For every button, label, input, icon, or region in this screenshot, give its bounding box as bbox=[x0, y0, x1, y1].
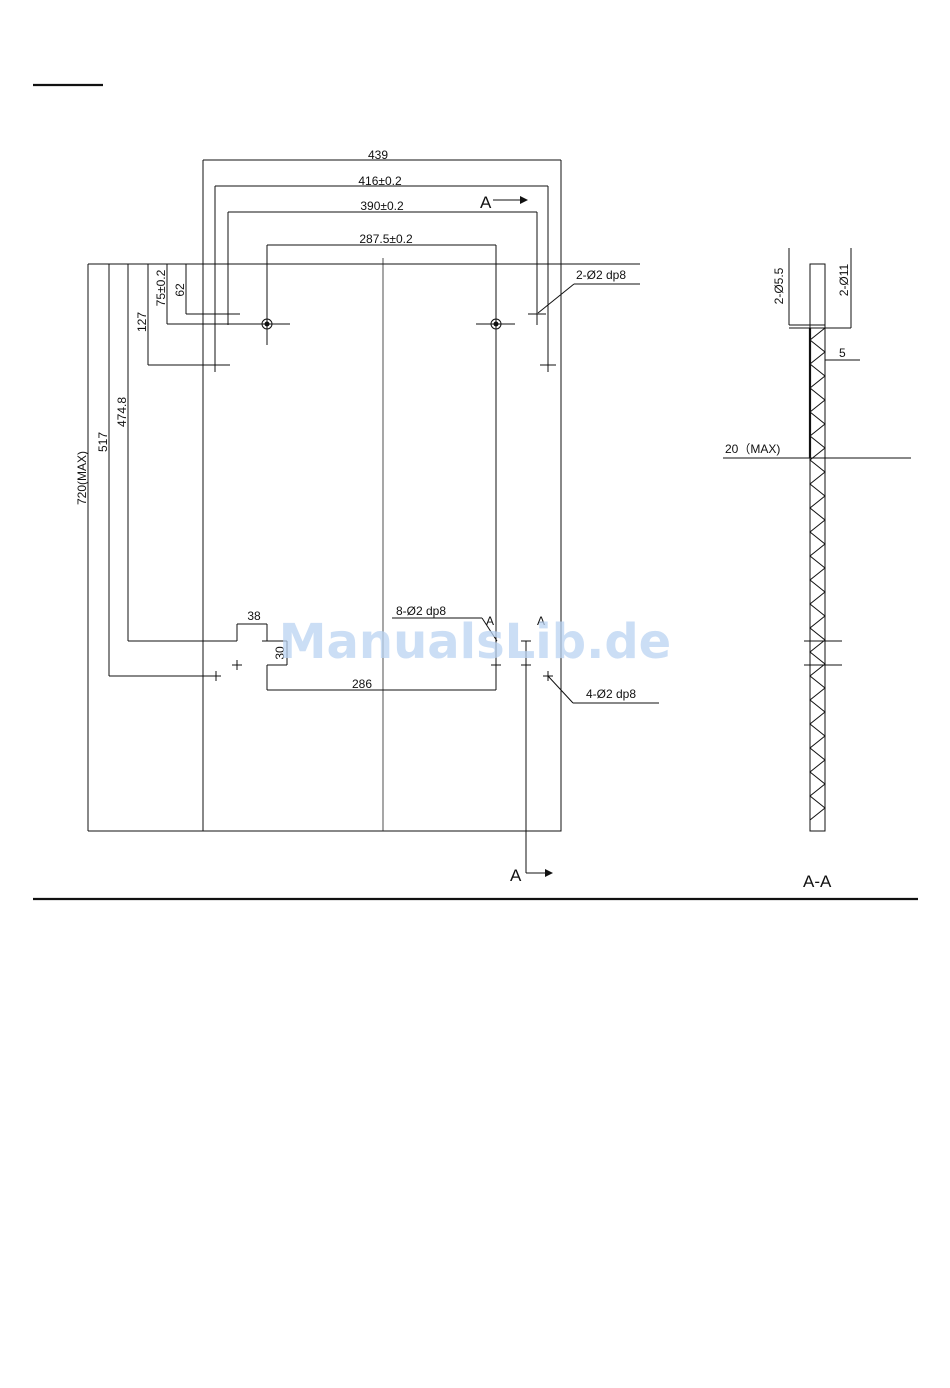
dim-287: 287.5±0.2 bbox=[359, 232, 413, 246]
dim-62: 62 bbox=[173, 283, 187, 297]
section-dim-5: 5 bbox=[839, 346, 846, 360]
section-arrow-bottom-head bbox=[545, 869, 553, 877]
dim-517: 517 bbox=[96, 432, 110, 452]
section-marker-bottom: A bbox=[510, 866, 522, 885]
lower-cross-left-inner bbox=[232, 660, 242, 670]
panel-outline bbox=[203, 264, 561, 831]
section-hatch-zigzag bbox=[810, 328, 825, 820]
section-marker-top: A bbox=[480, 193, 492, 212]
section-arrow-top-head bbox=[520, 196, 528, 204]
leader-top-holes bbox=[538, 284, 574, 313]
dim-474: 474.8 bbox=[115, 397, 129, 427]
callout-top-holes: 2-Ø2 dp8 bbox=[576, 268, 626, 282]
dim-416: 416±0.2 bbox=[358, 174, 402, 188]
section-title: A-A bbox=[803, 872, 832, 891]
section-hole-small: 2-Ø5.5 bbox=[772, 267, 786, 304]
dim-439: 439 bbox=[368, 148, 388, 162]
top-hole-left bbox=[250, 310, 290, 345]
lower-cross-left-outer bbox=[211, 671, 221, 681]
dim-75: 75±0.2 bbox=[154, 269, 168, 306]
dim-127: 127 bbox=[135, 312, 149, 332]
front-view: 439 416±0.2 390±0.2 287.5±0.2 A bbox=[75, 148, 659, 885]
watermark: ManualsLib.de bbox=[279, 614, 671, 670]
callout-lower-holes: 4-Ø2 dp8 bbox=[586, 687, 636, 701]
section-hatch bbox=[810, 328, 825, 820]
dim-38: 38 bbox=[247, 609, 261, 623]
section-hole-large: 2-Ø11 bbox=[837, 263, 851, 296]
section-view: 2-Ø5.5 2-Ø11 5 20（MAX) A-A bbox=[723, 248, 911, 891]
dim-720: 720(MAX) bbox=[75, 451, 89, 505]
dim-390: 390±0.2 bbox=[360, 199, 404, 213]
dim-286: 286 bbox=[352, 677, 372, 691]
section-dim-20: 20（MAX) bbox=[725, 442, 780, 456]
